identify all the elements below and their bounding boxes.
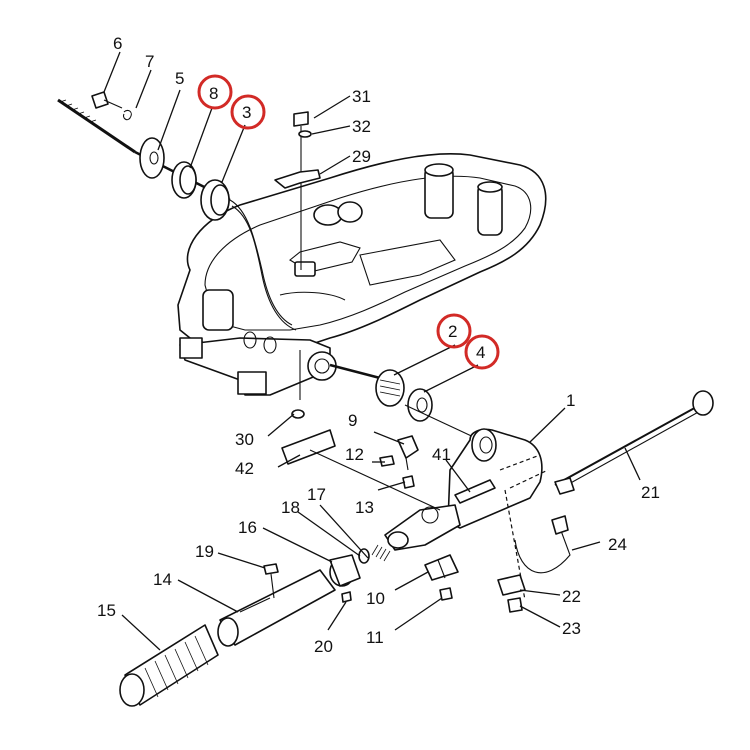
- top-cable-assembly: [57, 91, 297, 331]
- part-label-17: 17: [307, 485, 326, 504]
- part-labels: 6 7 5 8 3 31 32 29 2 4 1 30 42 9 12 41 1…: [97, 34, 660, 656]
- part-label-32: 32: [352, 117, 371, 136]
- part-label-24: 24: [608, 535, 627, 554]
- callout-circle-3: [230, 94, 266, 130]
- part-label-15: 15: [97, 601, 116, 620]
- part-label-8: 8: [209, 84, 218, 103]
- part-label-2: 2: [448, 322, 457, 341]
- part-label-30: 30: [235, 430, 254, 449]
- part-label-7: 7: [145, 52, 154, 71]
- part-label-14: 14: [153, 570, 172, 589]
- part-label-42: 42: [235, 459, 254, 478]
- part-label-11: 11: [366, 628, 384, 647]
- part-label-23: 23: [562, 619, 581, 638]
- clamp-assembly: [274, 111, 321, 270]
- callout-circle-2: [436, 313, 472, 349]
- part-label-18: 18: [281, 498, 300, 517]
- part-label-41: 41: [432, 445, 451, 464]
- part-label-6: 6: [113, 34, 122, 53]
- part-label-9: 9: [348, 411, 357, 430]
- lower-cable-assembly: [291, 363, 481, 441]
- part-label-16: 16: [238, 518, 257, 537]
- leader-lines: [103, 51, 641, 651]
- part-label-19: 19: [195, 542, 214, 561]
- callout-circle-8: [197, 74, 233, 110]
- part-label-31: 31: [352, 87, 371, 106]
- part-label-5: 5: [175, 69, 184, 88]
- part-label-1: 1: [566, 391, 575, 410]
- steering-bracket: [384, 390, 714, 601]
- small-hardware: [281, 429, 496, 511]
- throttle-grip: [119, 544, 391, 707]
- part-label-22: 22: [562, 587, 581, 606]
- part-label-10: 10: [366, 589, 385, 608]
- part-label-21: 21: [641, 483, 660, 502]
- bottom-cowling: [177, 153, 547, 400]
- lower-hardware: [424, 515, 571, 613]
- part-label-3: 3: [242, 103, 251, 122]
- part-label-12: 12: [345, 445, 364, 464]
- part-label-4: 4: [476, 343, 485, 362]
- highlight-callouts: [197, 74, 500, 370]
- part-label-20: 20: [314, 637, 333, 656]
- part-label-13: 13: [355, 498, 374, 517]
- callout-circle-4: [464, 334, 500, 370]
- part-label-29: 29: [352, 147, 371, 166]
